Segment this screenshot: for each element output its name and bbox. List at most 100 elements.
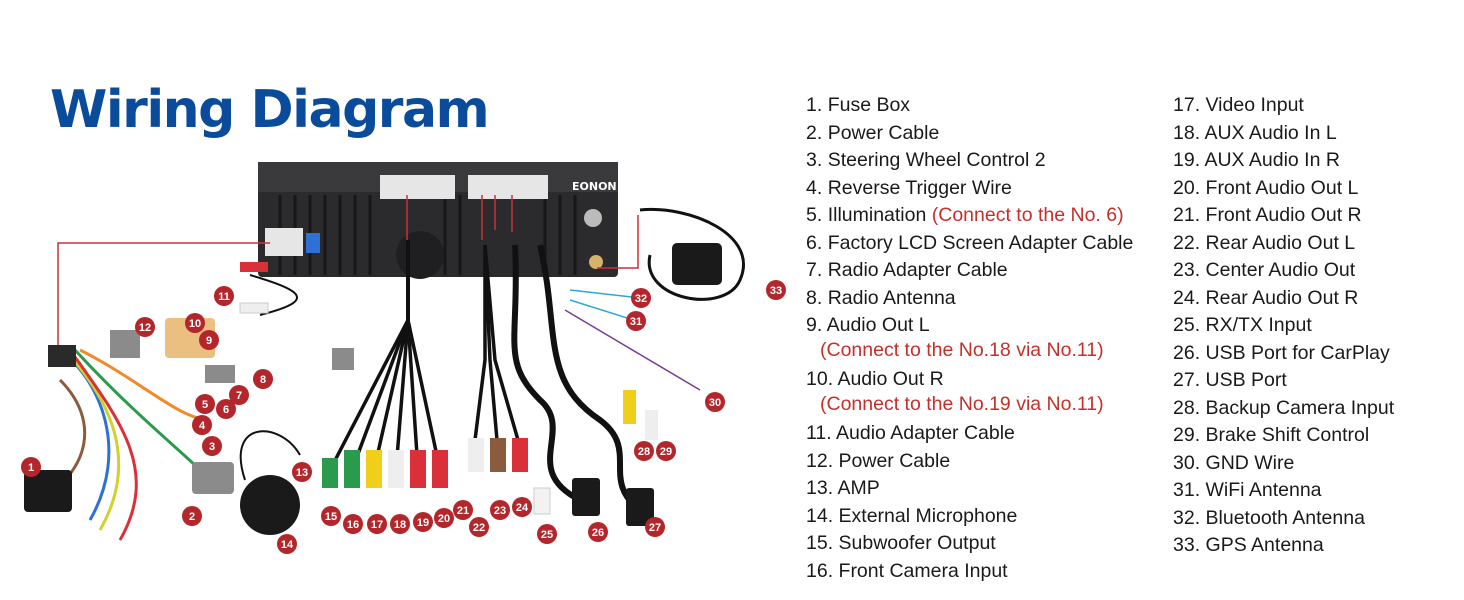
legend-item: 21. Front Audio Out R bbox=[1173, 204, 1362, 226]
legend-item: 20. Front Audio Out L bbox=[1173, 176, 1359, 199]
marker: 3 bbox=[202, 436, 222, 456]
marker: 13 bbox=[292, 462, 312, 482]
legend-item: 2. Power Cable bbox=[806, 121, 940, 144]
marker: 15 bbox=[321, 506, 341, 526]
gps-antenna bbox=[639, 207, 745, 301]
marker: 11 bbox=[214, 286, 234, 306]
legend-item: 19. AUX Audio In R bbox=[1173, 149, 1340, 171]
svg-text:1: 1 bbox=[28, 462, 34, 474]
svg-text:9: 9 bbox=[206, 335, 212, 347]
antenna-wires bbox=[564, 289, 701, 391]
marker: 25 bbox=[537, 524, 557, 544]
legend-item: 15. Subwoofer Output bbox=[806, 532, 996, 554]
svg-text:26: 26 bbox=[592, 527, 604, 539]
marker: 20 bbox=[434, 508, 454, 528]
legend-item: 10. Audio Out R(Connect to the No.19 via… bbox=[806, 366, 1133, 420]
legend-item: 16. Front Camera Input bbox=[806, 559, 1008, 582]
legend-note: (Connect to the No. 6) bbox=[931, 204, 1124, 226]
svg-text:10: 10 bbox=[189, 318, 201, 330]
marker: 30 bbox=[705, 392, 725, 412]
svg-text:2: 2 bbox=[189, 511, 195, 523]
legend-left: 1. Fuse Box 2. Power Cable 3. Steering W… bbox=[806, 92, 1133, 585]
svg-text:11: 11 bbox=[218, 291, 230, 303]
marker: 10 bbox=[185, 313, 205, 333]
marker: 33 bbox=[766, 280, 786, 300]
marker: 23 bbox=[490, 500, 510, 520]
svg-text:29: 29 bbox=[660, 446, 672, 458]
legend-item: 4. Reverse Trigger Wire bbox=[806, 176, 1012, 199]
page-title: Wiring Diagram bbox=[50, 80, 490, 140]
marker: 27 bbox=[645, 517, 665, 537]
svg-text:21: 21 bbox=[457, 505, 469, 517]
legend-item: 26. USB Port for CarPlay bbox=[1173, 341, 1390, 364]
wiring-diagram: EONON bbox=[21, 162, 786, 554]
marker: 4 bbox=[192, 415, 212, 435]
marker: 19 bbox=[413, 512, 433, 532]
marker: 18 bbox=[390, 514, 410, 534]
legend-item: 24. Rear Audio Out R bbox=[1173, 286, 1359, 309]
svg-text:13: 13 bbox=[296, 467, 308, 479]
audio-adapter-cable bbox=[239, 262, 298, 316]
legend-item: 12. Power Cable bbox=[806, 449, 951, 472]
marker: 5 bbox=[195, 394, 215, 414]
marker: 29 bbox=[656, 441, 676, 461]
svg-text:24: 24 bbox=[516, 502, 529, 514]
marker: 8 bbox=[253, 369, 273, 389]
svg-text:6: 6 bbox=[223, 404, 229, 416]
svg-text:31: 31 bbox=[630, 316, 642, 328]
svg-text:14: 14 bbox=[281, 539, 294, 551]
rear-rca-bundle bbox=[468, 244, 551, 515]
marker: 14 bbox=[277, 534, 297, 554]
rca-bundle bbox=[322, 240, 448, 488]
svg-text:7: 7 bbox=[236, 390, 242, 402]
marker: 6 bbox=[216, 399, 236, 419]
legend-item: 14. External Microphone bbox=[806, 504, 1018, 527]
legend-item: 23. Center Audio Out bbox=[1173, 259, 1356, 281]
marker: 26 bbox=[588, 522, 608, 542]
legend-item: 7. Radio Adapter Cable bbox=[806, 259, 1008, 281]
svg-text:16: 16 bbox=[347, 519, 359, 531]
marker: 17 bbox=[367, 514, 387, 534]
marker: 16 bbox=[343, 514, 363, 534]
usb-cables bbox=[511, 244, 642, 513]
legend-item: 5. Illumination (Connect to the No. 6) bbox=[806, 204, 1124, 226]
svg-text:18: 18 bbox=[394, 519, 406, 531]
legend-note: (Connect to the No.19 via No.11) bbox=[820, 392, 1104, 415]
svg-text:5: 5 bbox=[202, 399, 208, 411]
svg-text:4: 4 bbox=[199, 420, 206, 432]
legend-item: 30. GND Wire bbox=[1173, 451, 1295, 474]
svg-text:17: 17 bbox=[371, 519, 383, 531]
marker: 12 bbox=[135, 317, 155, 337]
legend-item: 6. Factory LCD Screen Adapter Cable bbox=[806, 231, 1134, 254]
legend-note: (Connect to the No.18 via No.11) bbox=[820, 338, 1104, 361]
legend-item: 29. Brake Shift Control bbox=[1173, 424, 1370, 446]
marker: 1 bbox=[21, 457, 41, 477]
marker: 22 bbox=[469, 517, 489, 537]
legend-item: 28. Backup Camera Input bbox=[1173, 396, 1395, 419]
svg-text:22: 22 bbox=[473, 522, 485, 534]
legend-item: 31. WiFi Antenna bbox=[1173, 479, 1322, 501]
svg-text:30: 30 bbox=[709, 397, 721, 409]
marker: 28 bbox=[634, 441, 654, 461]
legend-item: 18. AUX Audio In L bbox=[1173, 121, 1337, 144]
svg-text:15: 15 bbox=[325, 511, 337, 523]
svg-text:32: 32 bbox=[635, 293, 647, 305]
markers: 1 2 3 4 5 6 7 8 9 10 11 bbox=[21, 280, 786, 554]
brand-logo: EONON bbox=[572, 180, 617, 193]
marker: 7 bbox=[229, 385, 249, 405]
legend-item: 22. Rear Audio Out L bbox=[1173, 231, 1356, 254]
svg-text:12: 12 bbox=[139, 322, 151, 334]
svg-text:23: 23 bbox=[494, 505, 506, 517]
svg-text:3: 3 bbox=[209, 441, 215, 453]
legend-item: 3. Steering Wheel Control 2 bbox=[806, 149, 1046, 171]
microphone bbox=[239, 430, 301, 535]
legend-right: 17. Video Input 18. AUX Audio In L 19. A… bbox=[1173, 92, 1394, 560]
legend-item: 9. Audio Out L(Connect to the No.18 via … bbox=[806, 312, 1133, 366]
legend-item: 25. RX/TX Input bbox=[1173, 314, 1312, 336]
svg-text:8: 8 bbox=[260, 374, 266, 386]
marker: 32 bbox=[631, 288, 651, 308]
legend-item: 33. GPS Antenna bbox=[1173, 534, 1324, 556]
svg-text:27: 27 bbox=[649, 522, 661, 534]
svg-text:20: 20 bbox=[438, 513, 450, 525]
marker: 9 bbox=[199, 330, 219, 350]
